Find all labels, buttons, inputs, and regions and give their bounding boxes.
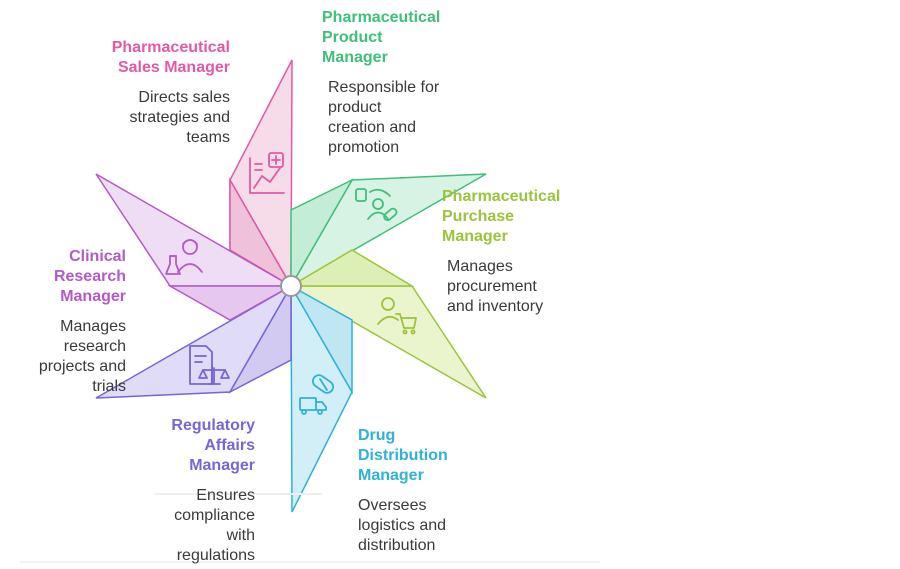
role-title: Pharmaceutical Sales Manager — [111, 39, 230, 76]
blade-sales — [229, 59, 294, 289]
sales-chart-icon — [249, 152, 285, 194]
role-description: Ensures compliance with regulations — [174, 487, 255, 564]
role-purchase: Pharmaceutical Purchase Manager Manages … — [442, 187, 622, 317]
delivery-truck-icon — [299, 374, 334, 415]
blade-clinical — [95, 173, 294, 321]
shopping-cart-person-icon — [377, 297, 417, 335]
role-description: Manages research projects and trials — [38, 318, 126, 395]
role-description: Directs sales strategies and teams — [129, 89, 230, 146]
role-description: Responsible for product creation and pro… — [328, 79, 440, 156]
role-distribution: Drug Distribution Manager Oversees logis… — [358, 426, 538, 556]
document-scales-icon — [189, 345, 230, 385]
role-title: Regulatory Affairs Manager — [171, 417, 255, 474]
role-title: Pharmaceutical Purchase Manager — [442, 188, 561, 245]
product-pill-icon — [355, 188, 398, 222]
role-sales: Pharmaceutical Sales Manager Directs sal… — [50, 38, 230, 148]
role-product: Pharmaceutical Product Manager Responsib… — [322, 8, 502, 158]
role-title: Clinical Research Manager — [53, 248, 126, 305]
center-hub — [280, 275, 302, 297]
researcher-flask-icon — [165, 239, 203, 275]
role-description: Oversees logistics and distribution — [358, 497, 447, 554]
blade-distribution — [288, 283, 353, 513]
role-description: Manages procurement and inventory — [447, 258, 544, 315]
role-title: Drug Distribution Manager — [358, 427, 448, 484]
role-title: Pharmaceutical Product Manager — [322, 9, 441, 66]
role-regulatory: Regulatory Affairs Manager Ensures compl… — [75, 416, 255, 566]
role-clinical: Clinical Research Manager Manages resear… — [0, 247, 126, 397]
